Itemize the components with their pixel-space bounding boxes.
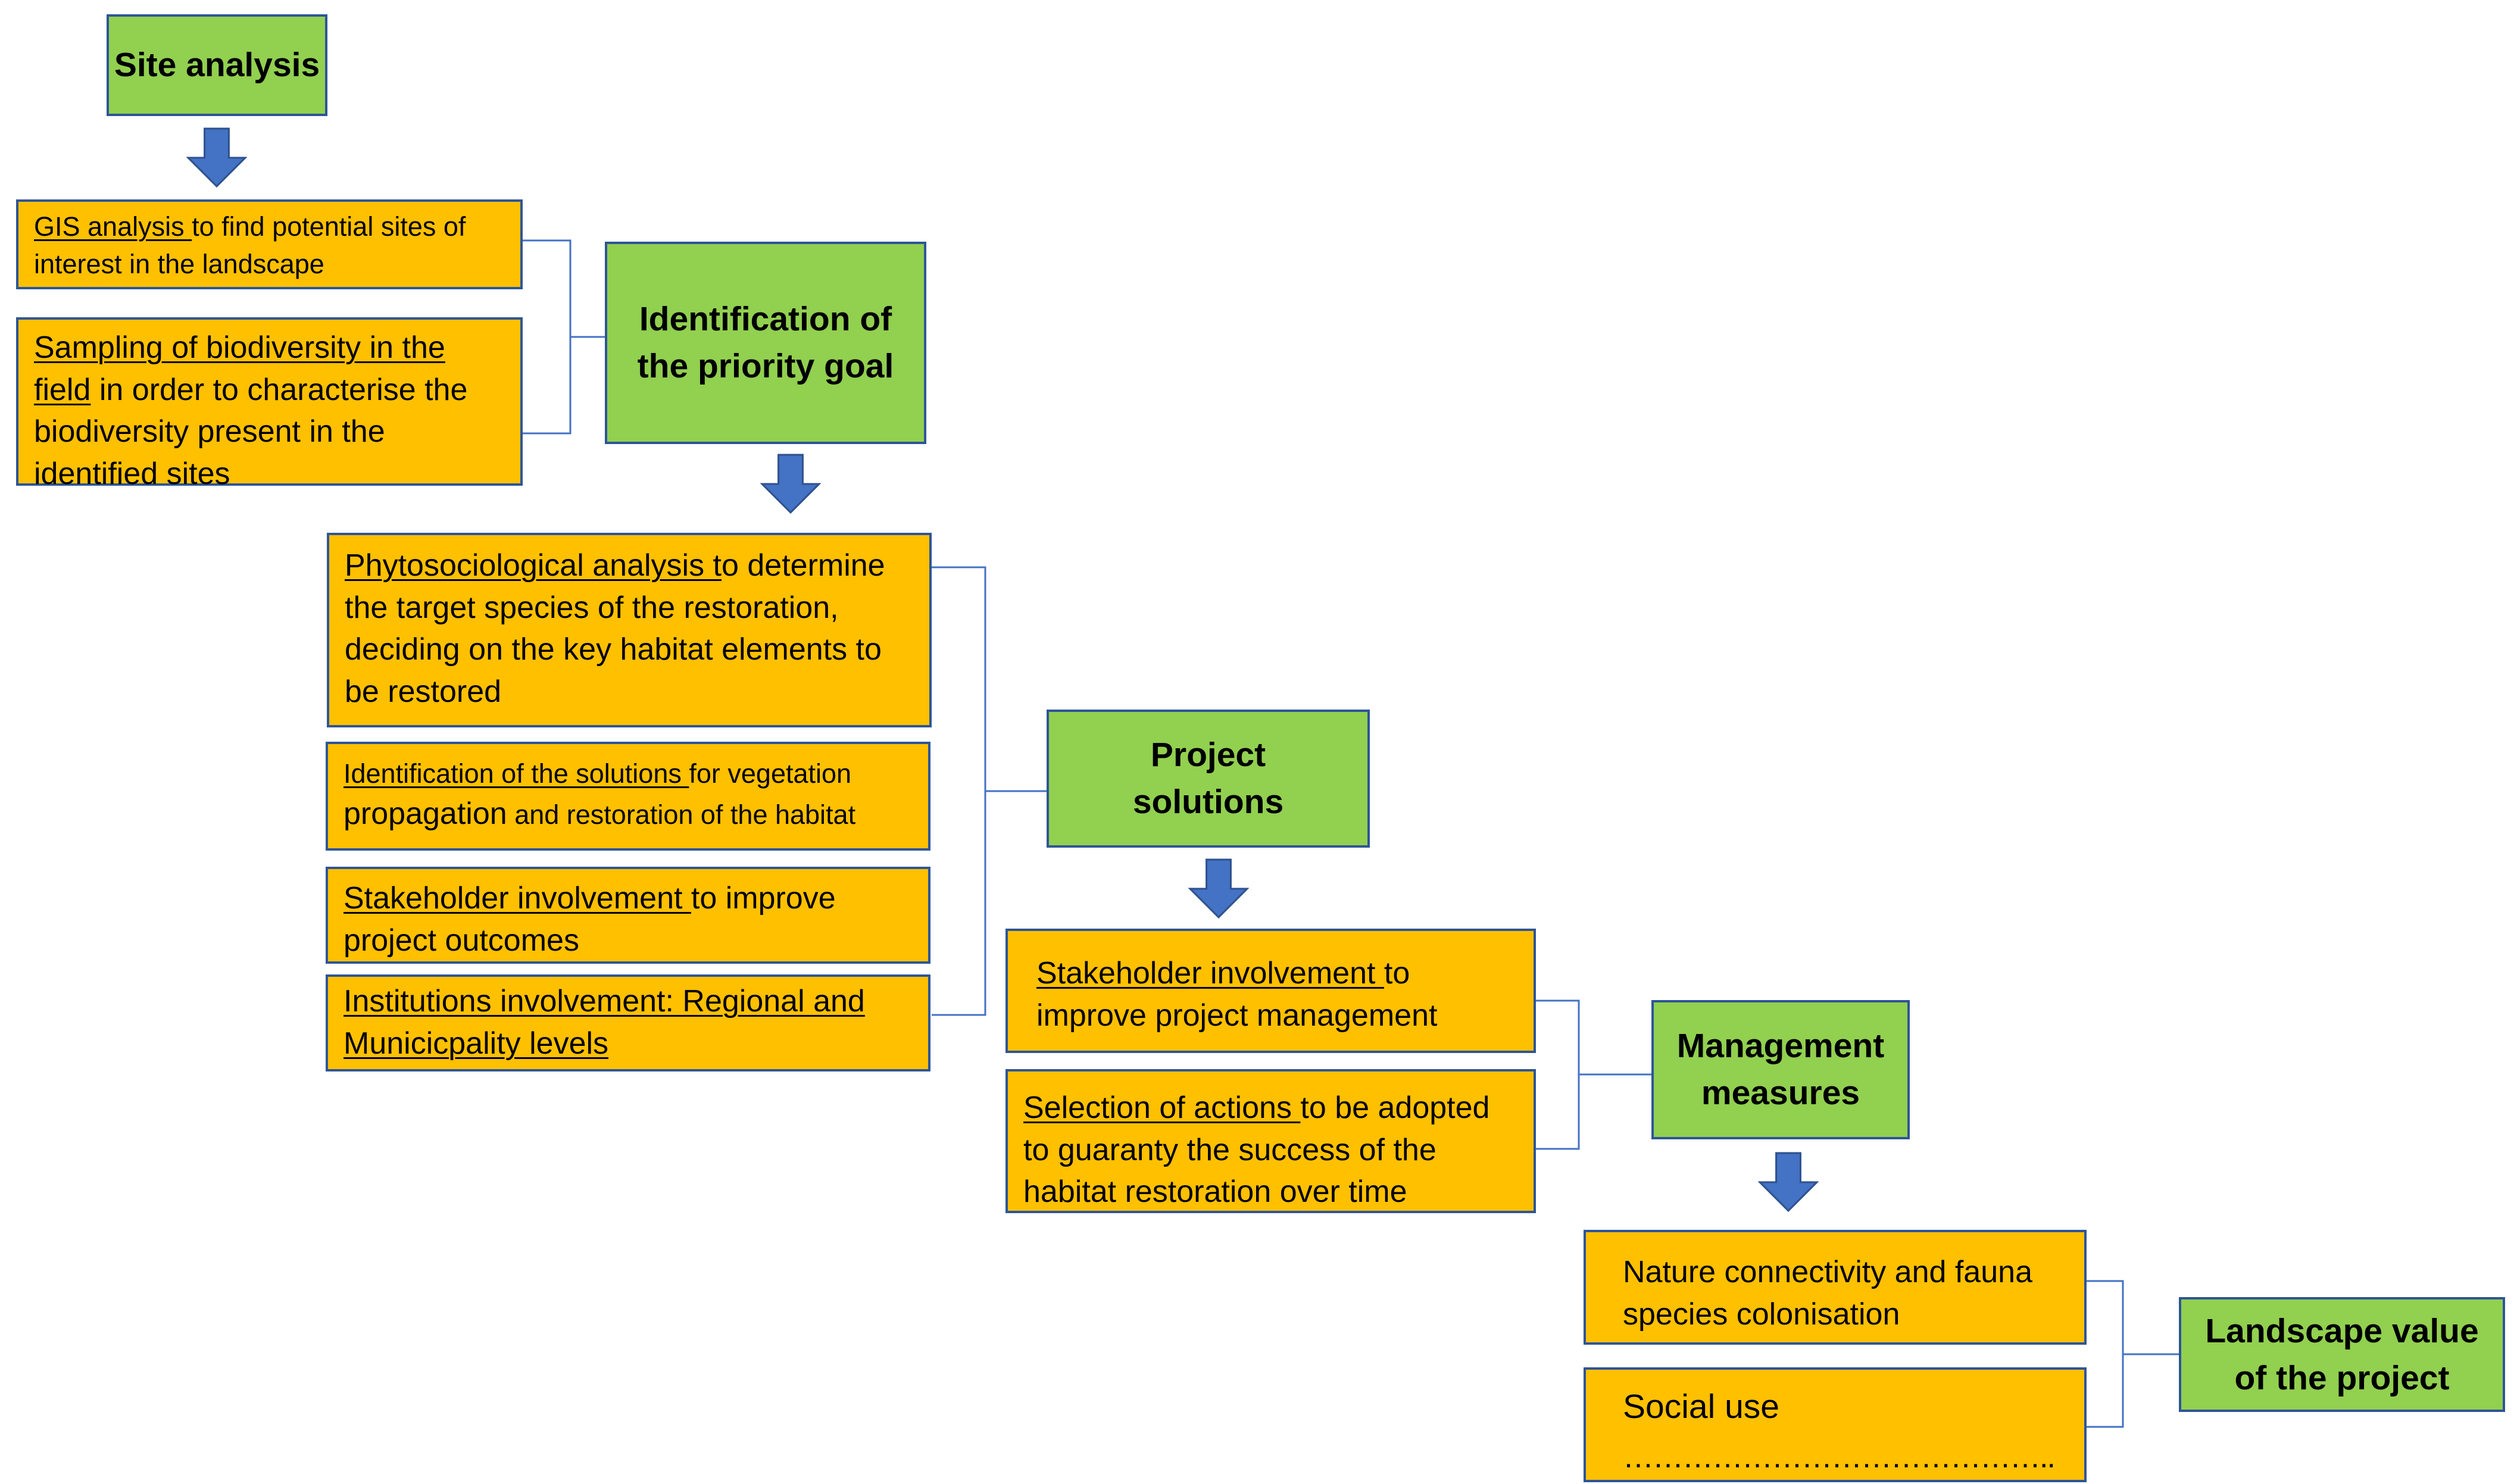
step-link: Phytosociological analysis t — [345, 548, 722, 583]
step-institutions-involvement: Institutions involvement: Regional and M… — [326, 974, 930, 1071]
step-link: GIS analysis — [34, 211, 192, 242]
step-text: propagation — [343, 796, 507, 831]
stage-label: Landscape value of the project — [2205, 1311, 2479, 1397]
step-text: to be adopted to guaranty the success of… — [1023, 1091, 1490, 1210]
step-text: Social use — [1623, 1388, 1779, 1426]
down-arrow-icon — [1758, 1152, 1819, 1213]
connector-group-3 — [1536, 999, 1580, 1150]
step-link: Stakeholder involvement — [343, 881, 691, 916]
connector-group-2 — [932, 566, 986, 1016]
step-biodiversity-sampling: Sampling of biodiversity in the field in… — [16, 317, 523, 491]
stage-site-analysis: Site analysis — [107, 14, 327, 116]
step-text: for vegetation — [689, 758, 852, 789]
stage-priority-goal: Identification of the priority goal — [605, 242, 926, 444]
step-link: Identification of the solutions — [343, 758, 689, 789]
step-text: in order to characterise the biodiversit… — [34, 372, 468, 492]
stage-label: Management measures — [1676, 1027, 1885, 1112]
step-text: to find potential sites of interest in t… — [34, 211, 466, 279]
stage-management-measures: Management measures — [1651, 1000, 1910, 1139]
step-dots: …………………………………….. — [1623, 1439, 2056, 1474]
stage-label: Site analysis — [114, 46, 320, 85]
step-text: Nature connectivity and fauna species co… — [1623, 1255, 2032, 1332]
step-stakeholder-outcomes: Stakeholder involvement to improve proje… — [326, 867, 930, 964]
step-gis-analysis: GIS analysis to find potential sites of … — [16, 199, 523, 289]
step-text: to improve project management — [1036, 956, 1438, 1033]
step-identification-solutions: Identification of the solutions for vege… — [326, 742, 930, 851]
step-text: to improve project outcomes — [343, 881, 836, 958]
step-phytosociological-analysis: Phytosociological analysis to determine … — [327, 533, 932, 727]
step-text: o determine the target species of the re… — [345, 548, 885, 710]
down-arrow-icon — [1188, 858, 1249, 919]
stage-project-solutions: Project solutions — [1047, 710, 1370, 848]
step-social-use: Social use …………………………………….. — [1584, 1367, 2087, 1482]
step-nature-connectivity: Nature connectivity and fauna species co… — [1584, 1230, 2087, 1345]
down-arrow-icon — [186, 127, 247, 188]
step-link: Stakeholder involvement — [1036, 956, 1384, 991]
stage-label: Project solutions — [1132, 736, 1284, 821]
step-text: and restoration of the habitat — [507, 799, 856, 830]
step-link: Institutions involvement: Regional and M… — [343, 984, 865, 1061]
step-selection-actions: Selection of actions to be adopted to gu… — [1005, 1069, 1536, 1213]
step-link: Sampling of biodiversity in the field — [34, 330, 445, 407]
step-link: Selection of actions — [1023, 1091, 1301, 1125]
stage-label: Identification of the priority goal — [637, 300, 894, 385]
connector-group-4 — [2087, 1280, 2124, 1428]
stage-landscape-value: Landscape value of the project — [2179, 1297, 2505, 1412]
step-stakeholder-management: Stakeholder involvement to improve proje… — [1005, 929, 1536, 1053]
connector-group-1 — [523, 239, 572, 435]
down-arrow-icon — [760, 454, 821, 514]
